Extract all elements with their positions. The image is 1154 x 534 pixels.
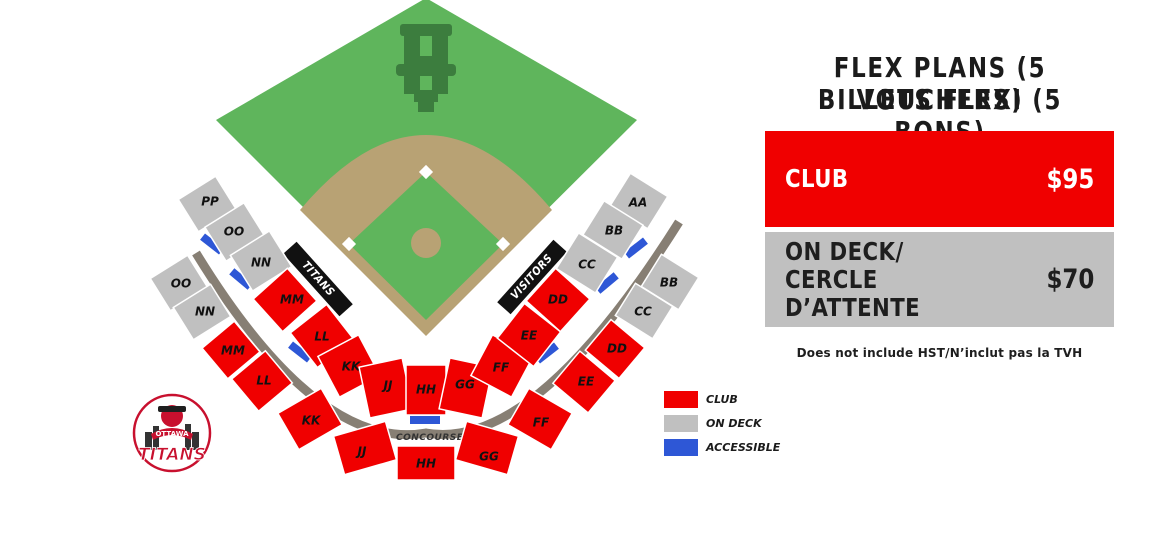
- legend-accessible-label: ACCESSIBLE: [706, 440, 781, 454]
- section-hh-outer[interactable]: HH: [396, 445, 456, 481]
- price-on-deck[interactable]: ON DECK/ CERCLE D’ATTENTE $70: [765, 232, 1114, 327]
- section-dd-outer[interactable]: DD: [584, 318, 646, 380]
- svg-text:DD: DD: [548, 293, 568, 307]
- section-jj-inner[interactable]: JJ: [358, 357, 414, 419]
- section-aa[interactable]: AA: [609, 172, 669, 230]
- price-club[interactable]: CLUB $95: [765, 131, 1114, 227]
- legend-club: CLUB: [664, 387, 780, 411]
- section-ee-inner[interactable]: EE: [496, 302, 562, 368]
- svg-text:OO: OO: [224, 225, 244, 239]
- accessible-marker: [624, 237, 648, 259]
- price-on-deck-name-line2: CERCLE D’ATTENTE: [785, 264, 921, 322]
- accessible-marker: [229, 268, 253, 290]
- svg-text:FF: FF: [533, 416, 550, 430]
- section-mm-inner[interactable]: MM: [252, 267, 318, 333]
- legend-on-deck: ON DECK: [664, 411, 780, 435]
- svg-text:LL: LL: [314, 330, 329, 344]
- svg-text:EE: EE: [521, 329, 538, 343]
- svg-text:HH: HH: [416, 383, 436, 397]
- section-gg-outer[interactable]: GG: [454, 420, 520, 476]
- third-base: [341, 236, 357, 252]
- titans-logo-icon: OTTAWA TITANS: [132, 393, 212, 473]
- legend-accessible-swatch: [664, 438, 698, 456]
- svg-text:MM: MM: [280, 293, 304, 307]
- on-deck-right: AA BB CC BB CC: [555, 172, 700, 340]
- svg-text:NN: NN: [195, 305, 215, 319]
- section-ff-outer[interactable]: FF: [506, 387, 574, 451]
- section-ll-outer[interactable]: LL: [230, 349, 294, 413]
- club-inner-ring: MM LL KK JJ HH GG FF EE: [252, 267, 591, 419]
- accessible-marker: [410, 416, 440, 424]
- logo-text: TITANS: [138, 445, 206, 465]
- svg-text:BB: BB: [605, 224, 623, 238]
- club-outer-ring: MM LL KK JJ HH GG FF EE: [201, 318, 646, 481]
- svg-text:DD: DD: [607, 342, 627, 356]
- accessible-marker: [595, 272, 619, 294]
- section-ll-inner[interactable]: LL: [289, 303, 355, 369]
- svg-text:GG: GG: [455, 378, 475, 392]
- second-base: [418, 164, 434, 180]
- svg-text:BB: BB: [660, 276, 678, 290]
- section-jj-outer[interactable]: JJ: [332, 420, 398, 476]
- svg-text:HH: HH: [416, 457, 436, 471]
- legend-accessible: ACCESSIBLE: [664, 435, 780, 459]
- concourse-label: CONCOURSE: [396, 433, 464, 443]
- pitchers-mound: [411, 228, 441, 258]
- section-bb-upper[interactable]: BB: [581, 199, 645, 261]
- legend-on-deck-swatch: [664, 414, 698, 432]
- section-bb-lower[interactable]: BB: [640, 253, 700, 311]
- outfield-logo-icon: [396, 24, 456, 112]
- svg-text:KK: KK: [342, 360, 362, 374]
- svg-text:EE: EE: [578, 375, 595, 389]
- svg-text:CC: CC: [634, 305, 652, 319]
- tax-note: Does not include HST/N’inclut pas la TVH: [796, 346, 1083, 360]
- section-nn-upper[interactable]: NN: [229, 229, 293, 293]
- svg-text:JJ: JJ: [356, 445, 367, 459]
- legend: CLUB ON DECK ACCESSIBLE: [664, 387, 780, 459]
- svg-text:GG: GG: [479, 450, 499, 464]
- legend-club-swatch: [664, 390, 698, 408]
- section-dd-inner[interactable]: DD: [525, 267, 591, 333]
- price-on-deck-name-line1: ON DECK/: [785, 236, 904, 266]
- svg-text:MM: MM: [221, 344, 245, 358]
- legend-club-label: CLUB: [706, 392, 738, 406]
- svg-text:CC: CC: [578, 258, 596, 272]
- accessible-marker: [288, 341, 312, 363]
- stadium-map: CONCOURSE TITANS VISITORS PP OO NN: [149, 0, 700, 481]
- svg-text:FF: FF: [493, 361, 510, 375]
- price-on-deck-amount: $70: [1046, 264, 1094, 295]
- accessible-marker: [535, 342, 559, 364]
- svg-text:OO: OO: [171, 277, 191, 291]
- legend-on-deck-label: ON DECK: [706, 416, 762, 430]
- section-mm-outer[interactable]: MM: [201, 320, 261, 380]
- title-english: FLEX PLANS (5 VOUCHERS): [833, 51, 1047, 116]
- svg-text:AA: AA: [628, 196, 648, 210]
- section-oo-lower[interactable]: OO: [149, 254, 209, 312]
- first-base: [495, 236, 511, 252]
- price-on-deck-name: ON DECK/ CERCLE D’ATTENTE: [785, 236, 1000, 322]
- section-cc-lower[interactable]: CC: [614, 282, 674, 340]
- section-ee-outer[interactable]: EE: [551, 350, 617, 414]
- svg-text:NN: NN: [251, 256, 271, 270]
- logo-subtext: OTTAWA: [155, 430, 189, 438]
- svg-text:LL: LL: [256, 374, 271, 388]
- on-deck-left: PP OO NN OO NN: [149, 175, 293, 341]
- section-nn-lower[interactable]: NN: [172, 283, 232, 341]
- price-club-amount: $95: [1046, 163, 1094, 195]
- section-kk-outer[interactable]: KK: [276, 387, 344, 451]
- svg-text:PP: PP: [201, 195, 219, 209]
- section-cc-upper[interactable]: CC: [555, 231, 619, 295]
- price-club-name: CLUB: [785, 164, 849, 193]
- svg-text:KK: KK: [302, 414, 322, 428]
- svg-text:JJ: JJ: [382, 379, 393, 393]
